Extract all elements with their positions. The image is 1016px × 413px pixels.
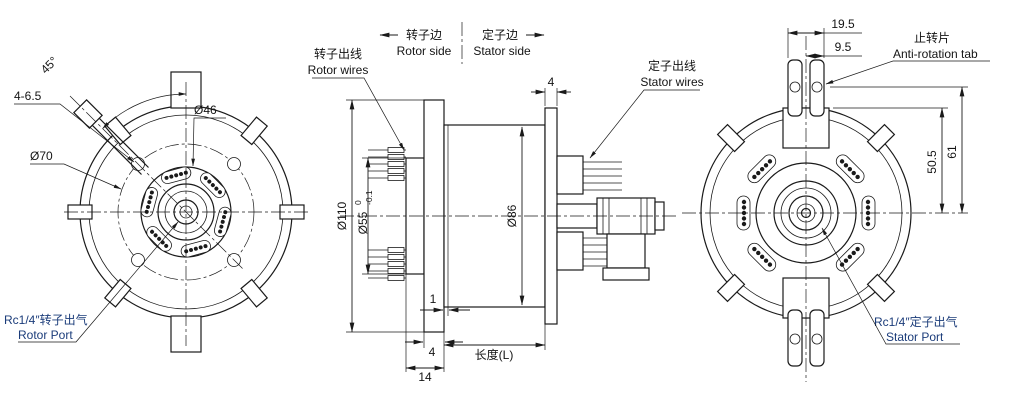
stator-wires-label-en: Stator wires (640, 75, 703, 89)
front-contact-groups (140, 166, 232, 258)
d86-dim: Ø86 (505, 204, 519, 227)
rotor-wires-leader (312, 77, 405, 151)
holes-leader (14, 103, 135, 163)
dim-9-5: 9.5 (835, 40, 852, 54)
rotor-side-label-cn: 转子边 (406, 27, 442, 42)
tab-leader (825, 60, 990, 85)
stator-wires (556, 155, 622, 271)
dim-1: 1 (430, 292, 437, 306)
dim-14: 14 (418, 370, 432, 384)
stator-side-label-cn: 定子边 (482, 27, 518, 42)
front-45-centerline (69, 95, 245, 271)
d55-dim-group: Ø55 0 -0.1 (353, 190, 374, 234)
section-view: Ø110 Ø55 0 -0.1 Ø86 4 1 4 14 (308, 22, 704, 384)
stator-port-label-cn: Rc1/4″定子出气 (874, 314, 958, 329)
d55-dim: Ø55 (356, 211, 370, 234)
d55-tol-lower: -0.1 (364, 190, 374, 205)
rear-view: 19.5 9.5 止转片 Anti-rotation tab 61 50.5 R… (682, 17, 990, 382)
stator-wires-label-cn: 定子出线 (648, 58, 696, 73)
dim-61: 61 (945, 145, 959, 159)
rotor-wires-label-cn: 转子出线 (314, 46, 362, 61)
d46-leader (191, 117, 226, 167)
stator-wires-leader (589, 89, 700, 159)
angle-dim-arc (102, 92, 187, 129)
stator-port-leader (821, 227, 960, 345)
d55-tol-upper: 0 (353, 200, 363, 205)
stator-plate-4-dim: 4 (548, 75, 555, 89)
d46-dim: Ø46 (194, 103, 217, 117)
rotor-side-label-en: Rotor side (397, 44, 452, 58)
tab-label-cn: 止转片 (914, 30, 950, 45)
dim-4: 4 (429, 345, 436, 359)
rotor-wires-label-en: Rotor wires (308, 63, 369, 77)
angle-45-dim: 45° (38, 54, 61, 77)
stator-side-label-en: Stator side (473, 44, 531, 58)
d110-dim: Ø110 (335, 201, 349, 230)
rear-rim-slots (716, 123, 896, 303)
rotor-port-leader (18, 221, 179, 343)
rotor-wires (368, 147, 406, 281)
rotor-port-label-en: Rotor Port (18, 328, 73, 342)
d70-dim: Ø70 (30, 149, 53, 163)
length-dim: 长度(L) (475, 347, 514, 362)
dim-19-5: 19.5 (831, 17, 855, 31)
rotor-port-label-cn: Rc1/4″转子出气 (4, 312, 88, 327)
stator-port-label-en: Stator Port (886, 330, 944, 344)
dim-50-5: 50.5 (925, 150, 939, 174)
tab-label-en: Anti-rotation tab (893, 47, 978, 61)
d70-leader (30, 163, 122, 190)
front-view: 45° 4-6.5 Ø46 Ø70 Rc1/4″转子出气 Rotor Port (4, 54, 310, 353)
holes-callout: 4-6.5 (14, 89, 42, 103)
